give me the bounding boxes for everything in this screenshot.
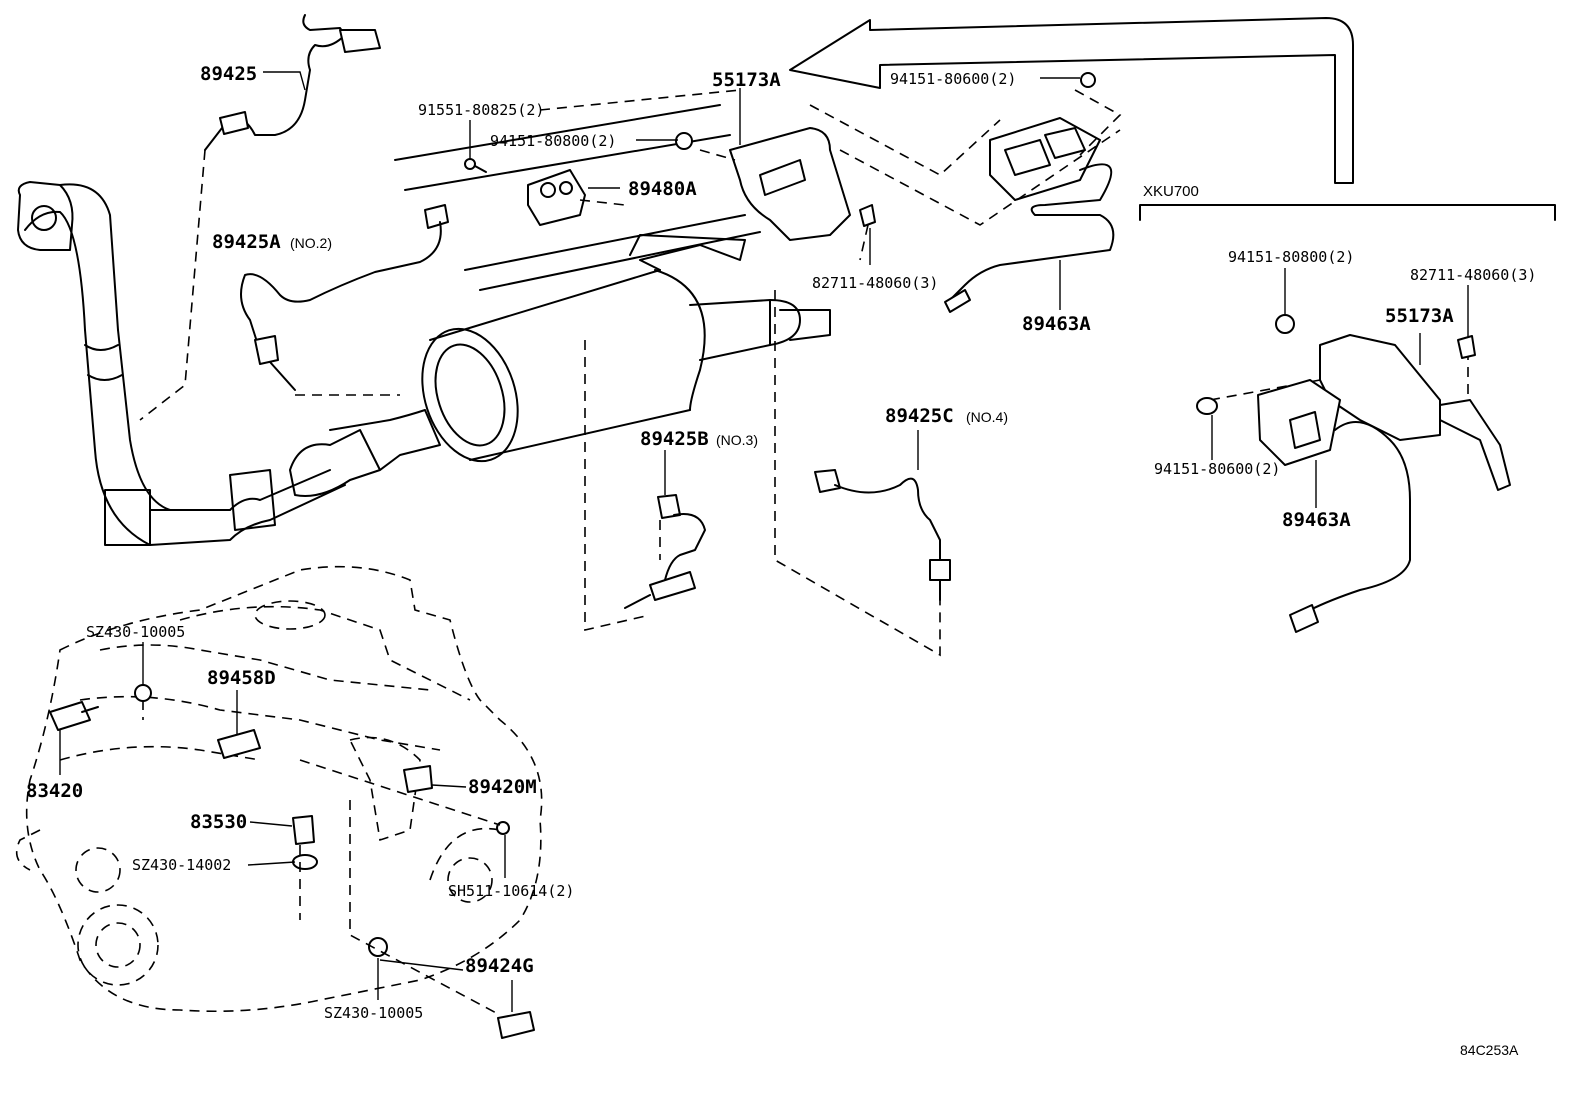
label-83530: 83530: [190, 811, 247, 833]
label-sz430-10005-a: SZ430-10005: [86, 623, 185, 641]
label-89420M: 89420M: [468, 776, 537, 798]
nox-sensor-89463A: [944, 72, 1115, 313]
label-82711-48060: 82711-48060(3): [812, 274, 938, 292]
bracket-55173A: [675, 127, 876, 241]
part-labels: 89425 55173A 94151-80600(2) 91551-80825(…: [26, 63, 1536, 1058]
engine-block: [15, 565, 543, 1013]
label-89425B-note: (NO.3): [716, 432, 758, 448]
label-sz430-14002: SZ430-14002: [132, 856, 231, 874]
label-91551-80825: 91551-80825(2): [418, 101, 544, 119]
temp-sensor-89425B: [624, 494, 706, 609]
label-xku700-94151-80800: 94151-80800(2): [1228, 248, 1354, 266]
temp-sensor-89425A: [240, 204, 449, 391]
label-89425C: 89425C: [885, 405, 954, 427]
label-xku700-89463A: 89463A: [1282, 509, 1351, 531]
label-89463A: 89463A: [1022, 313, 1091, 335]
label-89425: 89425: [200, 63, 257, 85]
callout-arrow: [789, 17, 1354, 184]
pressure-sensor-89480A: [464, 158, 586, 226]
leader-lines: [59, 71, 1080, 1012]
label-89480A: 89480A: [628, 178, 697, 200]
label-89425A-note: (NO.2): [290, 235, 332, 251]
label-94151-80600: 94151-80600(2): [890, 70, 1016, 88]
label-89458D: 89458D: [207, 667, 276, 689]
label-xku700-55173A: 55173A: [1385, 305, 1454, 327]
label-89425A: 89425A: [212, 231, 281, 253]
xku700-inset: [1139, 204, 1556, 633]
label-89425C-note: (NO.4): [966, 409, 1008, 425]
figure-code: 84C253A: [1460, 1042, 1519, 1058]
catalytic-converter: [421, 234, 831, 463]
label-sz430-10005-b: SZ430-10005: [324, 1004, 423, 1022]
label-94151-80800: 94151-80800(2): [490, 132, 616, 150]
label-89424G: 89424G: [465, 955, 534, 977]
label-xku700-94151-80600: 94151-80600(2): [1154, 460, 1280, 478]
engine-sensors: [49, 684, 535, 1039]
relation-lines: [139, 89, 1122, 1016]
label-89425B: 89425B: [640, 428, 709, 450]
label-xku700-82711-48060: 82711-48060(3): [1410, 266, 1536, 284]
temp-sensor-89425: [204, 14, 381, 151]
label-xku700: XKU700: [1143, 183, 1199, 200]
label-sh511-10614: SH511-10614(2): [448, 882, 574, 900]
label-83420: 83420: [26, 780, 83, 802]
front-exhaust-pipe: [17, 181, 441, 546]
temp-sensor-89425C: [814, 469, 951, 601]
label-55173A: 55173A: [712, 69, 781, 91]
